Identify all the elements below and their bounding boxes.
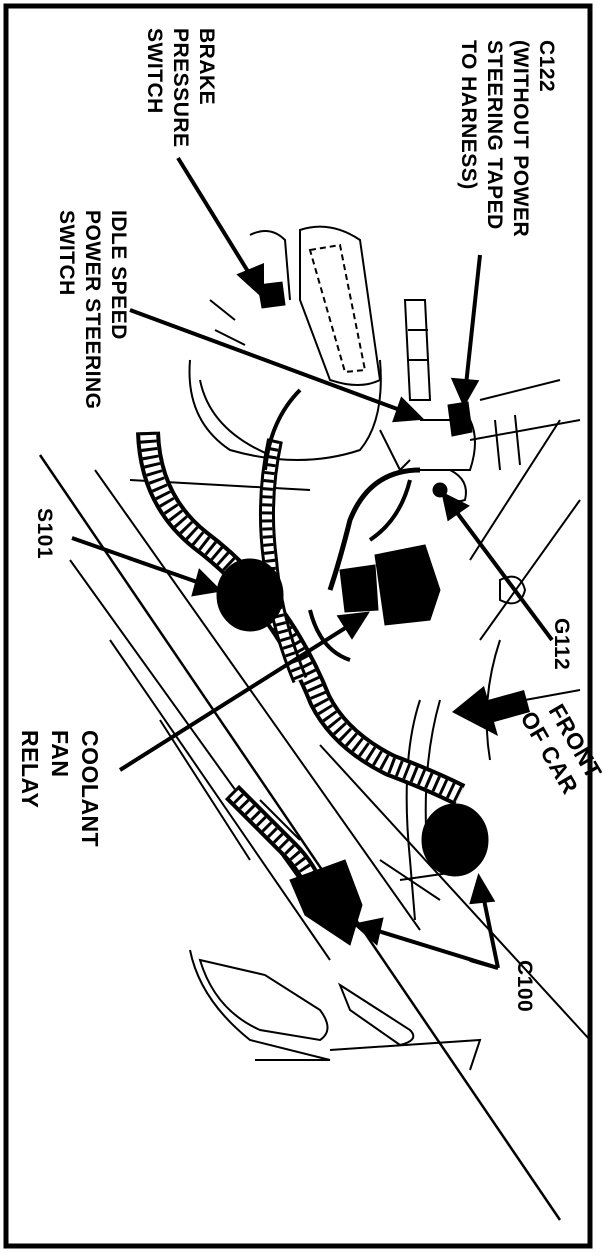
label-idle-line3: SWITCH	[55, 210, 78, 296]
relay-connector	[339, 564, 379, 613]
c122-connector	[447, 401, 473, 437]
label-c122-line3: STEERING TAPED	[483, 40, 506, 230]
label-g112: G112	[550, 618, 573, 670]
label-c100: C100	[513, 960, 536, 1012]
coolant-fan-relay-block	[374, 544, 441, 626]
label-coolant-line2: FAN	[47, 730, 73, 778]
label-c122-line4: TO HARNESS)	[457, 40, 480, 190]
front-of-car-arrow	[452, 686, 530, 736]
label-brake-line3: SWITCH	[143, 28, 166, 114]
label-idle-line2: POWER STEERING	[81, 210, 104, 410]
label-front-of-car: FRONT OF CAR	[515, 700, 607, 799]
label-brake-line2: PRESSURE	[169, 28, 192, 148]
label-s101-text: S101	[33, 508, 56, 559]
label-s101: S101	[33, 508, 56, 559]
c100-connector-right	[421, 803, 489, 877]
leader-lines	[71, 156, 554, 970]
s101-splice	[216, 558, 284, 632]
label-idle-speed-switch: IDLE SPEED POWER STEERING SWITCH	[55, 210, 130, 410]
components	[216, 281, 489, 946]
label-coolant-line3: RELAY	[17, 730, 43, 808]
label-c100-text: C100	[513, 960, 536, 1012]
label-coolant-fan-relay: COOLANT FAN RELAY	[17, 730, 103, 847]
label-c122-line1: C122	[535, 40, 558, 92]
label-c122-line2: (WITHOUT POWER	[509, 40, 532, 237]
label-coolant-line1: COOLANT	[77, 730, 103, 847]
brake-switch-body	[257, 281, 286, 309]
label-c122: C122 (WITHOUT POWER STEERING TAPED TO HA…	[457, 40, 558, 237]
label-idle-line1: IDLE SPEED	[107, 210, 130, 340]
label-brake-pressure-switch: BRAKE PRESSURE SWITCH	[143, 28, 218, 148]
frame-border	[3, 3, 593, 1249]
wiring-harness	[136, 388, 466, 904]
label-brake-line1: BRAKE	[195, 28, 218, 105]
engine-compartment-drawing	[38, 225, 591, 1221]
label-g112-text: G112	[550, 618, 573, 670]
